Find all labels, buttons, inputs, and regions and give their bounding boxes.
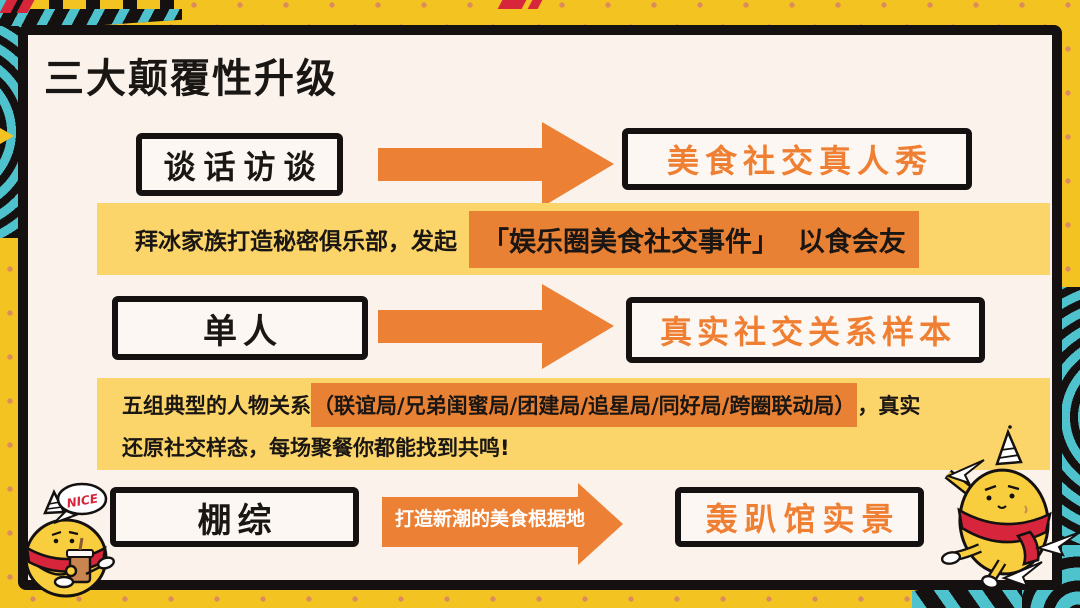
mascot-face (984, 484, 1028, 514)
paper-plane-icon (945, 459, 985, 485)
banner-entertainment-event: 拜冰家族打造秘密俱乐部，发起 「娱乐圈美食社交事件」 以食会友 (97, 203, 1050, 275)
banner2-line1-prefix: 五组典型的人物关系 (122, 394, 311, 418)
banner2-line1-suffix: ，真实 (857, 394, 921, 418)
mascot-feet (940, 543, 1007, 590)
speech-bubble: NICE (53, 482, 108, 524)
paper-plane-icon (1001, 561, 1043, 588)
arrow-right-icon (378, 284, 614, 369)
arrow-right-icon (382, 483, 623, 565)
row3-source-box: 棚综 (110, 487, 359, 547)
mascot-character-left: NICE (24, 482, 115, 598)
bubble-tea-cup-icon (37, 537, 94, 584)
row1-result-box: 美食社交真人秀 (622, 128, 972, 190)
banner2-line2: 还原社交样态，每场聚餐你都能找到共鸣! (122, 436, 510, 460)
slide-title: 三大颠覆性升级 (44, 56, 338, 102)
banner1-prefix-text: 拜冰家族打造秘密俱乐部，发起 (135, 229, 457, 255)
banner2-line1-highlight: （联谊局/兄弟闺蜜局/团建局/追星局/同好局/跨圈联动局） (311, 383, 858, 427)
unicorn-horn-icon (995, 428, 1023, 466)
arrow-right-icon (378, 122, 614, 207)
row2-result-box: 真实社交关系样本 (626, 297, 985, 363)
mascot-character-right (940, 425, 1080, 590)
row3-result-box: 轰趴馆实景 (675, 487, 924, 547)
mascot-feet (53, 556, 115, 589)
banner1-highlight-text: 「娱乐圈美食社交事件」 以食会友 (469, 210, 919, 268)
row1-source-box: 谈话访谈 (136, 133, 343, 196)
sparkle-dot (1008, 425, 1012, 429)
banner2-line1: 五组典型的人物关系（联谊局/兄弟闺蜜局/团建局/追星局/同好局/跨圈联动局），真… (97, 383, 1050, 427)
row3-arrow-label: 打造新潮的美食根据地 (394, 508, 585, 530)
red-scarf (957, 507, 1052, 566)
red-accent-mark (527, 0, 543, 9)
nice-text: NICE (66, 491, 100, 510)
mascot-face (51, 530, 79, 544)
yellow-dash-pattern (26, 0, 182, 9)
red-accent-mark (497, 0, 527, 9)
banner-social-relations: 五组典型的人物关系（联谊局/兄弟闺蜜局/团建局/追星局/同好局/跨圈联动局），真… (97, 378, 1050, 470)
paper-plane-icon (1034, 531, 1080, 557)
row2-source-box: 单人 (112, 296, 368, 360)
